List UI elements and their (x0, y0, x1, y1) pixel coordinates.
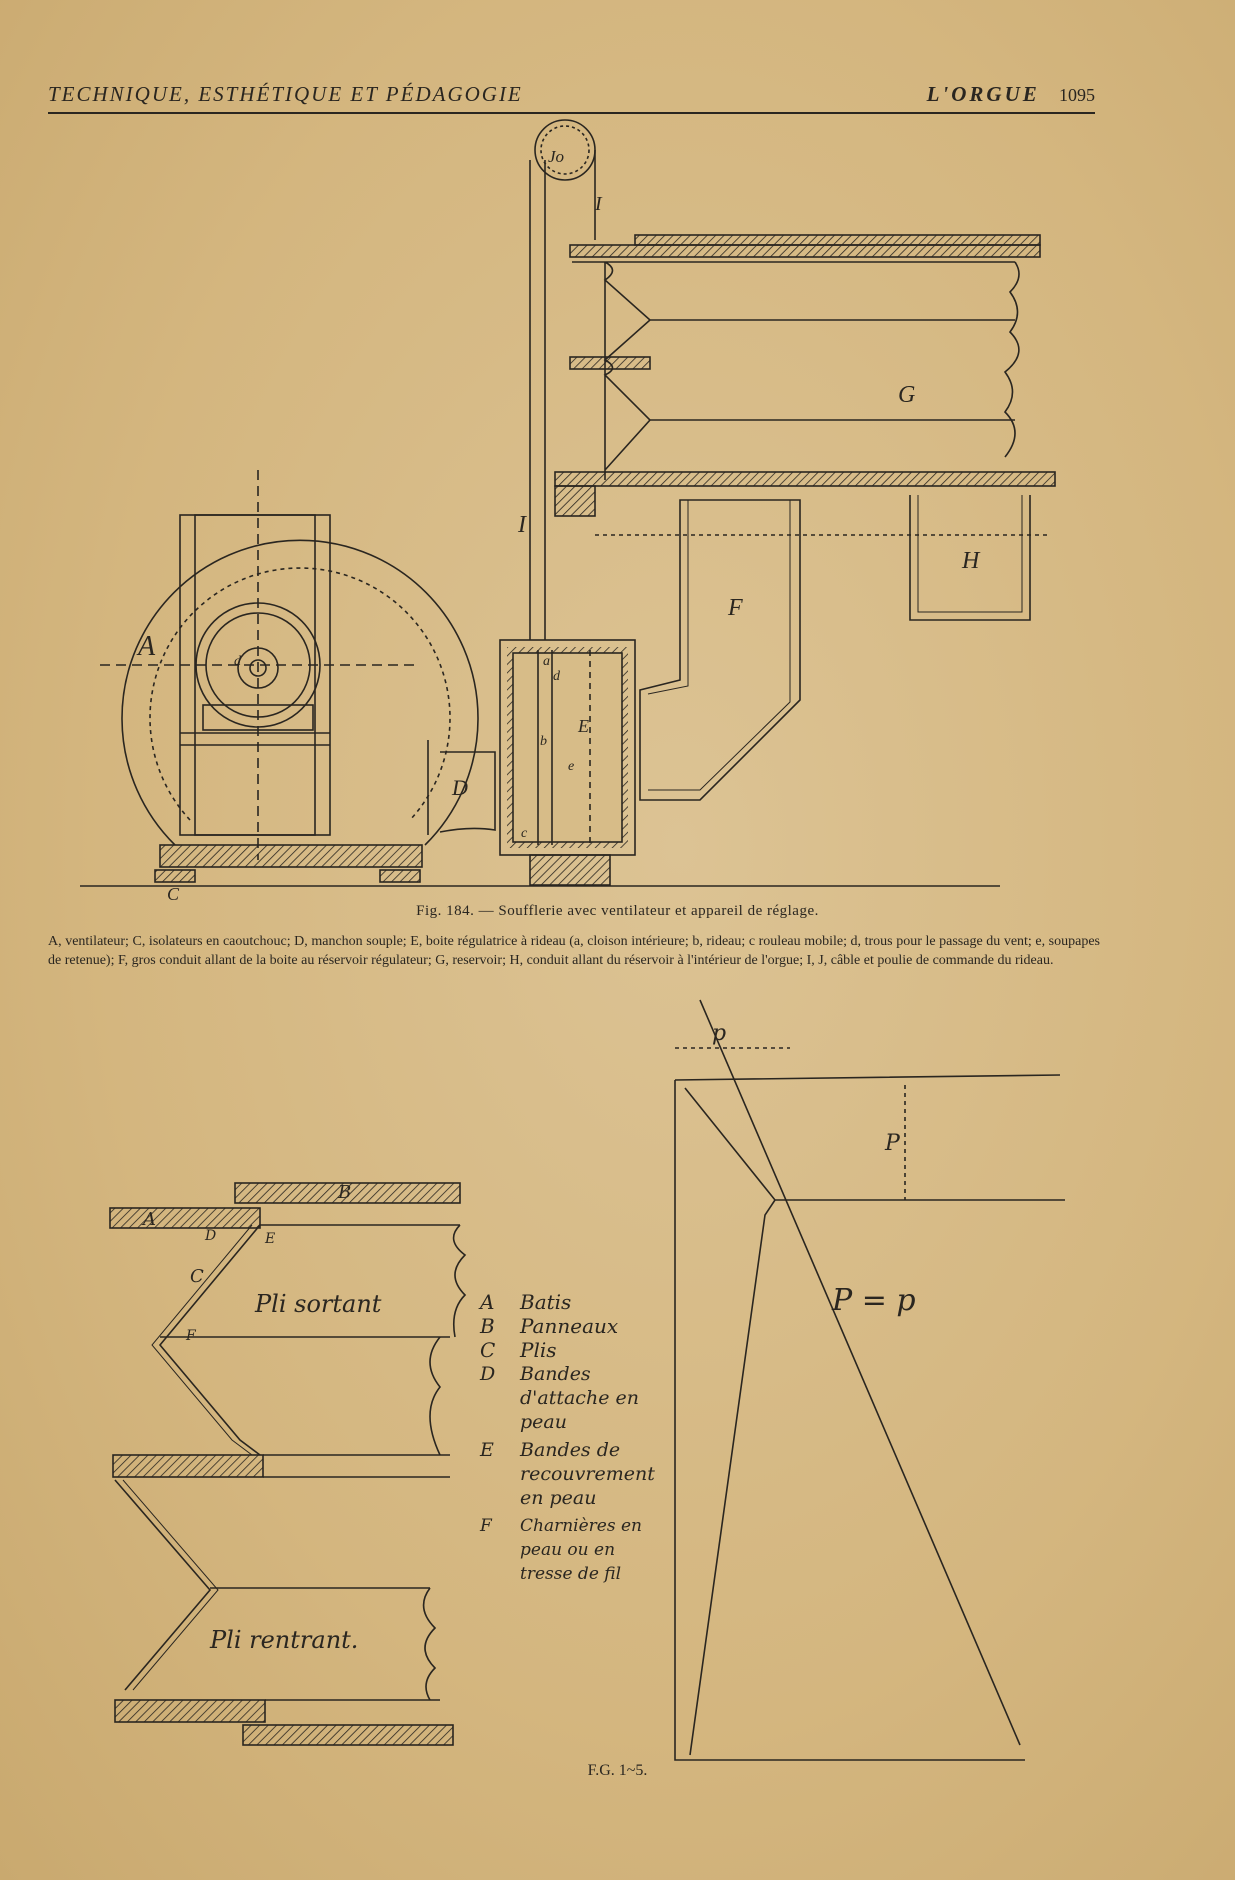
figure-185-drawing: Pli sortant Pli rentrant. B A C D E F p … (109, 999, 1065, 1761)
label-C-fig2: C (190, 1266, 204, 1287)
header-right: L'ORGUE 1095 (927, 82, 1095, 107)
label-A: A (136, 631, 156, 662)
label-D: D (451, 775, 468, 800)
key-row-b: B Panneaux (480, 1314, 680, 1338)
label-b: b (540, 734, 547, 749)
label-B-top: B (337, 1182, 351, 1203)
label-E: E (577, 716, 589, 736)
key-row-f: F Charnières en peau ou en tresse de fil (480, 1514, 680, 1586)
key-text: Plis (520, 1338, 557, 1362)
label-a: a (543, 654, 550, 669)
label-C: C (167, 884, 180, 904)
label-J: Jo (548, 147, 564, 166)
key-row-d: D Bandes d'attache en peau (480, 1362, 680, 1434)
key-text: Bandes de recouvrement en peau (520, 1439, 655, 1509)
label-pli-rentrant: Pli rentrant. (209, 1626, 358, 1654)
key-letter: D (480, 1363, 496, 1385)
label-E-fig2: E (264, 1231, 275, 1247)
figure-185-key: A Batis B Panneaux C Plis D Bandes d'att… (480, 1290, 680, 1586)
key-row-a: A Batis (480, 1290, 680, 1314)
label-F-fig2: F (185, 1328, 197, 1344)
label-pli-sortant: Pli sortant (254, 1290, 382, 1318)
key-text: Batis (520, 1290, 572, 1314)
key-row-c: C Plis (480, 1338, 680, 1362)
key-text: Charnières en peau ou en tresse de fil (520, 1516, 642, 1584)
figure-184-caption: Fig. 184. — Soufflerie avec ventilateur … (416, 903, 819, 919)
ventilator-housing (121, 539, 479, 846)
label-F: F (727, 595, 743, 621)
label-I-top: I (594, 193, 603, 215)
label-D-fig2: D (204, 1228, 216, 1244)
key-letter: E (480, 1439, 494, 1461)
label-d-fan: d (234, 654, 242, 669)
header-section: L'ORGUE (926, 82, 1040, 106)
label-H: H (961, 548, 981, 574)
page-number: 1095 (1059, 85, 1095, 105)
label-e: e (568, 759, 574, 774)
figure-185-caption: F.G. 1~5. (587, 1762, 648, 1779)
running-header: TECHNIQUE, ESTHÉTIQUE ET PÉDAGOGIE L'ORG… (48, 82, 1095, 114)
key-letter: F (480, 1516, 492, 1536)
label-A-top: A (141, 1209, 156, 1230)
figure-184-drawing: A C D E F G H I I Jo a d b e c d (80, 119, 1056, 904)
key-letter: C (480, 1338, 496, 1362)
label-d: d (553, 669, 561, 684)
key-letter: B (480, 1314, 495, 1338)
label-P-side: P (884, 1131, 901, 1156)
label-c: c (521, 826, 528, 841)
figure-184-legend: A, ventilateur; C, isolateurs en caoutch… (48, 934, 1100, 968)
header-title: TECHNIQUE, ESTHÉTIQUE ET PÉDAGOGIE (48, 82, 523, 106)
label-P-equals-p: P = p (831, 1283, 916, 1318)
key-text: Panneaux (520, 1314, 619, 1338)
label-p-top: p (712, 1021, 726, 1046)
key-row-e: E Bandes de recouvrement en peau (480, 1438, 680, 1510)
label-G: G (898, 382, 915, 408)
key-text: Bandes d'attache en peau (520, 1363, 639, 1433)
label-I: I (517, 512, 527, 538)
key-letter: A (480, 1290, 495, 1314)
